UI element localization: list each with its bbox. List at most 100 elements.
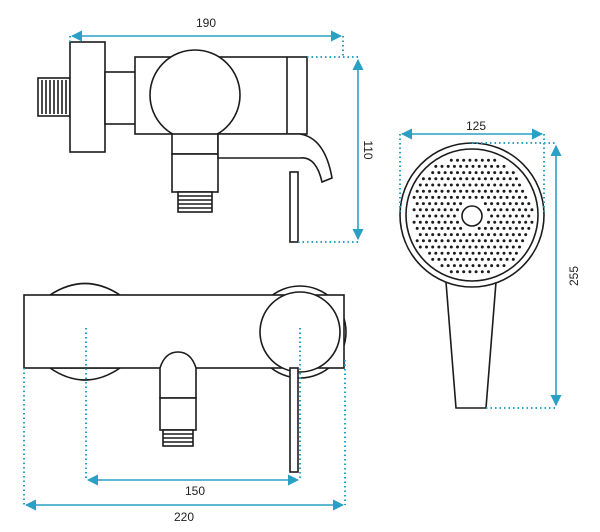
nozzle-dot — [465, 264, 469, 268]
nozzle-dot — [446, 264, 450, 268]
label-shower-length: 255 — [567, 266, 581, 286]
nozzle-dot — [428, 226, 432, 230]
nozzle-dot — [490, 251, 494, 255]
nozzle-dot — [505, 195, 509, 199]
nozzle-dot — [443, 195, 447, 199]
nozzle-dot — [530, 220, 534, 224]
nozzle-dot — [493, 257, 497, 261]
nozzle-dot — [459, 264, 463, 268]
nozzle-dot — [465, 239, 469, 243]
nozzle-dot — [483, 226, 487, 230]
nozzle-dot — [443, 257, 447, 261]
nozzle-dot — [502, 202, 506, 206]
nozzle-dot — [465, 164, 469, 168]
nozzle-dot — [449, 183, 453, 187]
nozzle-dot — [418, 183, 422, 187]
nozzle-dot — [511, 208, 515, 212]
nozzle-dot — [428, 177, 432, 181]
nozzle-dot — [437, 171, 441, 175]
nozzle-dot — [474, 233, 478, 237]
nozzle-dot — [499, 233, 503, 237]
nozzle-dot — [508, 239, 512, 243]
nozzle-dot — [456, 257, 459, 261]
nozzle-dot — [521, 189, 525, 193]
nozzle-dot — [446, 189, 450, 193]
hand-shower — [399, 142, 545, 409]
nozzle-dot — [499, 183, 503, 187]
nozzle-dot — [480, 257, 484, 261]
nozzle-dot — [421, 177, 425, 181]
nozzle-dot — [443, 183, 447, 187]
nozzle-dot — [452, 202, 456, 206]
nozzle-dot — [440, 239, 444, 243]
nozzle-dot — [490, 264, 494, 268]
hose-connector — [177, 191, 213, 213]
nozzle-dot — [452, 226, 456, 230]
nozzle-dot — [490, 189, 494, 193]
nozzle-dot — [505, 220, 509, 224]
nozzle-dot — [511, 220, 515, 224]
nozzle-dot — [480, 171, 484, 175]
nozzle-dot — [428, 214, 432, 218]
nozzle-dot — [421, 226, 425, 230]
nozzle-dot — [449, 257, 453, 261]
nozzle-dot — [456, 220, 459, 224]
nozzle-dot — [443, 245, 447, 249]
nozzle-dot — [502, 239, 506, 243]
nozzle-dot — [456, 245, 459, 249]
nozzle-dot — [437, 233, 441, 237]
nozzle-dot — [452, 189, 456, 193]
nozzle-dot — [415, 202, 419, 206]
nozzle-dot — [446, 177, 450, 181]
nozzle-dot — [508, 251, 512, 255]
nozzle-dot — [425, 208, 428, 212]
nozzle-dot — [518, 233, 521, 237]
nozzle-dot — [446, 226, 450, 230]
label-head-diameter: 125 — [466, 119, 486, 133]
nozzle-dot — [468, 171, 472, 175]
center-disc — [461, 205, 483, 227]
nozzle-dot — [508, 177, 512, 181]
nozzle-dot — [483, 239, 487, 243]
nozzle-dot — [440, 264, 444, 268]
nozzle-dot — [421, 214, 425, 218]
nozzle-dot — [496, 177, 500, 181]
nozzle-dot — [514, 239, 518, 243]
nozzle-dot — [527, 214, 531, 218]
nozzle-dot — [456, 158, 459, 162]
nozzle-dot — [474, 257, 478, 261]
nozzle-dot — [431, 183, 435, 187]
nozzle-dot — [459, 189, 463, 193]
nozzle-dot — [514, 226, 518, 230]
nozzle-dot — [487, 245, 490, 249]
nozzle-dot — [471, 189, 475, 193]
nozzle-dot — [418, 220, 422, 224]
nozzle-dot — [468, 183, 472, 187]
nozzle-dot — [449, 220, 453, 224]
nozzle-dot — [449, 195, 453, 199]
nozzle-dot — [487, 208, 490, 212]
front-lever — [289, 367, 299, 473]
nozzle-dot — [490, 202, 494, 206]
nozzle-dot — [434, 214, 438, 218]
nozzle-dot — [468, 233, 472, 237]
nozzle-dot — [524, 195, 528, 199]
nozzle-dot — [440, 202, 444, 206]
nozzle-dot — [459, 251, 463, 255]
nozzle-dot — [446, 239, 450, 243]
nozzle-dot — [440, 177, 444, 181]
nozzle-dot — [434, 202, 438, 206]
nozzle-dot — [449, 171, 453, 175]
nozzle-dot — [511, 171, 515, 175]
nozzle-dot — [452, 239, 456, 243]
nozzle-dot — [474, 245, 478, 249]
nozzle-dot — [499, 257, 503, 261]
nozzle-dot — [518, 245, 521, 249]
nozzle-dot — [462, 233, 466, 237]
nozzle-dot — [511, 245, 515, 249]
nozzle-dot — [487, 158, 490, 162]
nozzle-dot — [508, 189, 512, 193]
nozzle-dot — [471, 251, 475, 255]
nozzle-dot — [452, 177, 456, 181]
